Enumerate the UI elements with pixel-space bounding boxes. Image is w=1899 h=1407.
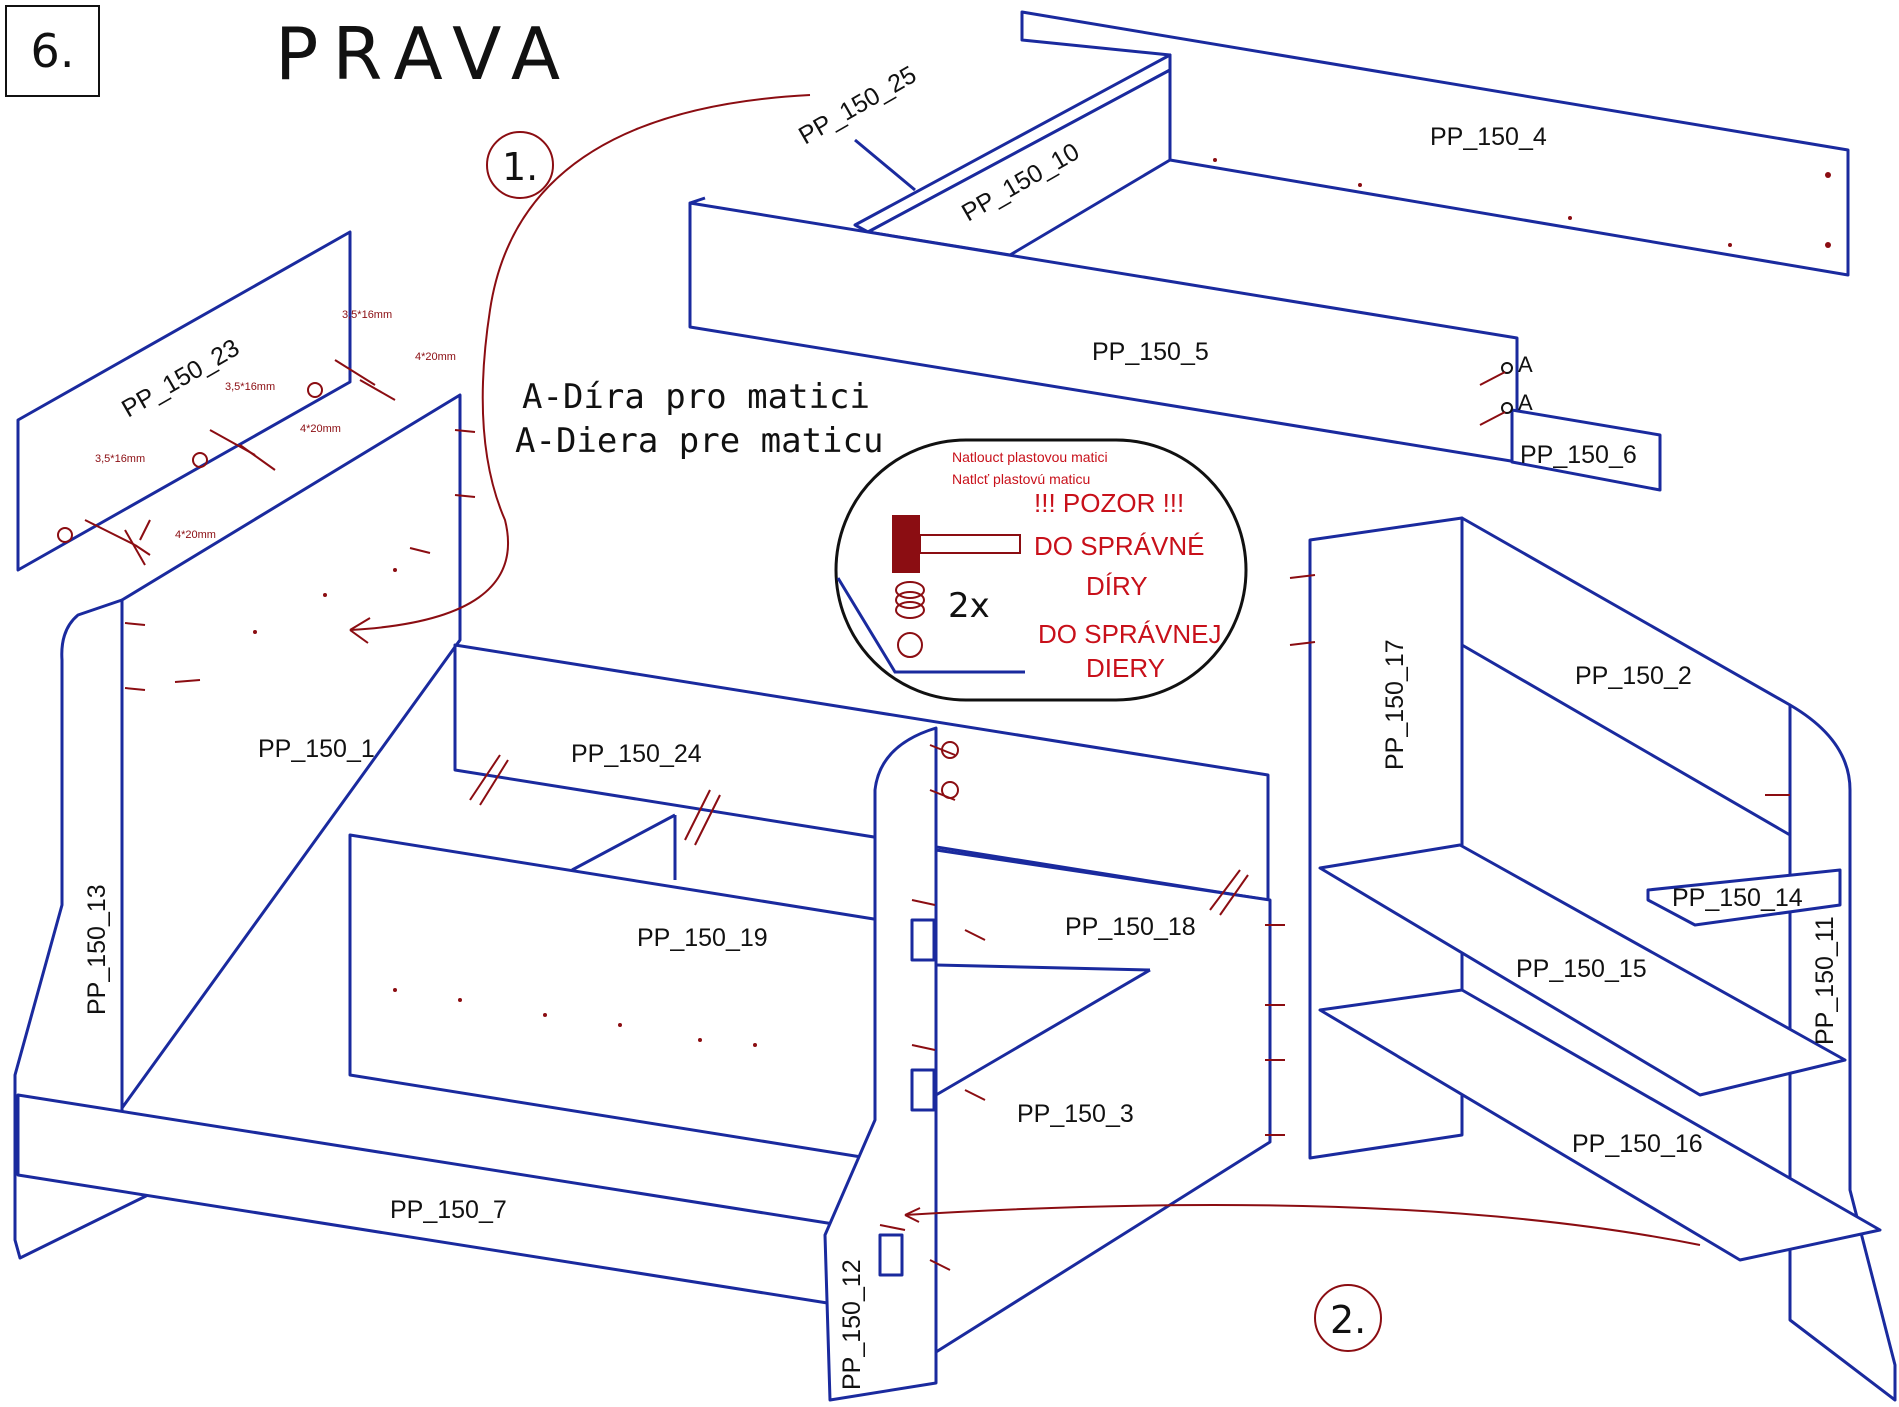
part-label-pp-150-1: PP_150_1 (258, 735, 375, 763)
screw-spec-label-4: 4*20mm (300, 423, 341, 435)
warning-pozor: !!! POZOR !!! (1034, 488, 1184, 518)
screw-spec-label-1: 3,5*16mm (95, 453, 145, 465)
panel-pp-150-16 (1318, 988, 1882, 1262)
screw-spec-label-5: 3,5*16mm (342, 309, 392, 321)
panel-pp-150-23 (16, 230, 352, 572)
warning-small-cz: Natlouct plastovou matici (952, 449, 1108, 465)
part-label-pp-150-18: PP_150_18 (1065, 913, 1196, 941)
middle-group (823, 726, 1272, 1402)
warning-cz-line1: DO SPRÁVNÉ (1034, 531, 1205, 561)
part-label-pp-150-3: PP_150_3 (1017, 1100, 1134, 1128)
part-label-pp-150-15: PP_150_15 (1516, 955, 1647, 983)
warning-callout: Natlouct plastovou matici Natlcť plastov… (834, 438, 1248, 702)
part-label-pp-150-14: PP_150_14 (1672, 884, 1803, 912)
part-label-pp-150-19: PP_150_19 (637, 924, 768, 952)
nut-hole-a-lower (1501, 402, 1513, 414)
screw-cluster-1 (84, 359, 396, 566)
part-label-pp-150-7: PP_150_7 (390, 1196, 507, 1224)
warning-cz-line2: DÍRY (1086, 571, 1148, 601)
hole-marker-a-upper: A (1518, 352, 1533, 377)
panel-pp-150-14 (1646, 868, 1842, 927)
part-label-pp-150-16: PP_150_16 (1572, 1130, 1703, 1158)
hole-note-cz: A-Díra pro matici (522, 377, 870, 417)
part-label-pp-150-25: PP_150_25 (794, 61, 921, 151)
part-label-pp-150-2: PP_150_2 (1575, 662, 1692, 690)
panel-pp-150-19 (348, 833, 882, 1162)
left-bed-group (13, 393, 1270, 1307)
panel-pp-150-12 (823, 726, 938, 1402)
panel-pp-150-6 (1510, 408, 1662, 492)
panel-pp-150-18 (934, 848, 1272, 1354)
panel-pp-150-1 (120, 393, 462, 1110)
screw-spec-label-3: 3,5*16mm (225, 381, 275, 393)
plastic-nut-icon (895, 581, 925, 658)
right-group (904, 516, 1897, 1402)
arrow-step-2 (904, 1204, 1701, 1246)
part-label-pp-150-6: PP_150_6 (1520, 441, 1637, 469)
part-label-pp-150-17: PP_150_17 (1381, 639, 1409, 770)
top-frame-group (688, 10, 1850, 492)
warning-small-sk: Natlcť plastovú maticu (952, 471, 1090, 487)
substep-2-label: 2. (1330, 1298, 1366, 1342)
substep-1-label: 1. (502, 145, 538, 189)
hammer-icon (892, 515, 920, 573)
hole-note-sk: A-Diera pre maticu (515, 421, 883, 461)
arrow-step-1 (349, 94, 811, 631)
page-title: PRAVA (275, 12, 575, 96)
part-label-pp-150-11: PP_150_11 (1811, 916, 1839, 1045)
panel-pp-150-13 (13, 598, 150, 1260)
warning-sk-line2: DIERY (1086, 653, 1165, 683)
step-number-box: 6. (5, 5, 100, 97)
panel-pp-150-15 (1318, 843, 1847, 1097)
panel-group-pp-150-23: 3,5*16mm 4*20mm 3,5*16mm 4*20mm 3,5*16mm… (16, 230, 456, 572)
part-label-pp-150-4: PP_150_4 (1430, 123, 1547, 151)
part-label-pp-150-24: PP_150_24 (571, 740, 702, 768)
screw-spec-label-6: 4*20mm (415, 351, 456, 363)
screw-spec-label-2: 4*20mm (175, 529, 216, 541)
part-label-pp-150-12: PP_150_12 (838, 1259, 866, 1390)
nut-hole-a-upper (1501, 362, 1513, 374)
part-label-pp-150-13: PP_150_13 (83, 884, 111, 1015)
part-label-pp-150-5: PP_150_5 (1092, 338, 1209, 366)
warning-sk-line1: DO SPRÁVNEJ (1038, 619, 1222, 649)
panel-pp-150-10 (866, 68, 1172, 257)
hole-marker-a-lower: A (1518, 390, 1533, 415)
warning-count: 2x (948, 586, 990, 626)
step-number: 6. (30, 24, 75, 78)
